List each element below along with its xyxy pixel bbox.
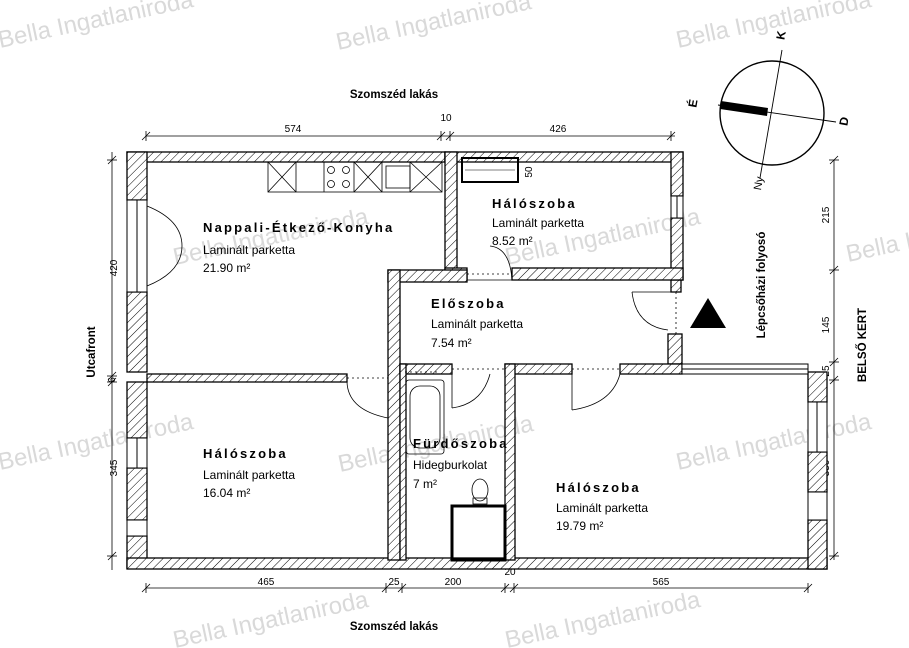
room-floor: Laminált parketta xyxy=(203,468,295,482)
watermark: Bella Ingatlaniroda xyxy=(674,408,875,476)
room-name: Hálószoba xyxy=(556,480,641,495)
wall-bedroom-small-left xyxy=(444,151,458,271)
room-bedroom-small: Hálószoba Laminált parketta 8.52 m² xyxy=(492,196,584,248)
dim-left-1: 420 xyxy=(109,259,120,276)
toilet-icon xyxy=(471,478,489,502)
wall-bath-right xyxy=(504,363,516,561)
wall-left-4 xyxy=(126,467,148,521)
wall-left-2 xyxy=(126,291,148,373)
wall-middle-left xyxy=(146,373,348,383)
room-bathroom: Fürdőszoba Hidegburkolat 7 m² xyxy=(413,436,509,491)
room-area: 7.54 m² xyxy=(431,336,472,350)
shaft xyxy=(450,504,507,562)
watermark: Bella Ingatlaniroda xyxy=(334,0,535,56)
wall-right-entry-1 xyxy=(670,279,682,293)
room-floor: Hidegburkolat xyxy=(413,458,488,472)
room-name: Fürdőszoba xyxy=(413,436,509,451)
wardrobe-depth: 50 xyxy=(524,166,535,178)
room-area: 19.79 m² xyxy=(556,519,603,533)
wall-bedroom-small-bottom-2 xyxy=(511,267,684,281)
dimension-bottom xyxy=(141,583,813,593)
dim-top-2: 10 xyxy=(440,113,452,124)
wall-right-lower-3 xyxy=(807,519,828,570)
room-floor: Laminált parketta xyxy=(492,216,584,230)
dim-bottom-3: 200 xyxy=(445,577,462,588)
wall-left-3 xyxy=(126,381,148,439)
watermark: Bella Ingatlaniroda xyxy=(171,586,372,648)
compass-north: É xyxy=(684,98,700,108)
dim-bottom-4: 20 xyxy=(504,567,516,578)
compass-south: D xyxy=(836,115,851,126)
watermark: Bella Ingatlaniroda xyxy=(674,0,875,54)
stair-corridor-label: Lépcsőházi folyosó xyxy=(756,232,768,339)
room-area: 8.52 m² xyxy=(492,234,533,248)
room-floor: Laminált parketta xyxy=(431,317,523,331)
room-hallway: Előszoba Laminált parketta 7.54 m² xyxy=(431,296,523,350)
dim-left-2: 6 xyxy=(107,377,118,383)
room-area: 21.90 m² xyxy=(203,261,250,275)
dimension-top xyxy=(141,131,676,141)
wall-right-lower-1 xyxy=(807,371,828,403)
entrance-arrow-icon xyxy=(690,298,726,328)
dimension-left xyxy=(107,152,117,570)
window-left-3 xyxy=(126,519,148,537)
room-floor: Laminált parketta xyxy=(203,243,295,257)
dim-bottom-2: 25 xyxy=(388,577,400,588)
wall-right-upper xyxy=(670,151,684,197)
wall-middle-bath-1 xyxy=(399,363,453,375)
room-area: 7 m² xyxy=(413,477,437,491)
watermark: Bella Ingatlaniroda xyxy=(171,203,372,271)
room-area: 16.04 m² xyxy=(203,486,250,500)
street-front-label: Utcafront xyxy=(86,326,98,377)
room-bedroom-right: Hálószoba Laminált parketta 19.79 m² xyxy=(556,480,648,533)
dim-top-3: 426 xyxy=(550,124,567,135)
wall-bath-left xyxy=(399,363,407,561)
watermark: Bella Ingatlaniroda xyxy=(0,408,196,476)
bathroom-fixtures xyxy=(405,371,507,562)
room-name: Hálószoba xyxy=(492,196,577,211)
room-name: Nappali-Étkező-Konyha xyxy=(203,220,394,235)
neighbor-bottom-label: Szomszéd lakás xyxy=(350,621,438,633)
room-name: Előszoba xyxy=(431,296,506,311)
dim-bottom-1: 465 xyxy=(258,577,275,588)
dim-left-3: 345 xyxy=(109,459,120,476)
dim-right-1: 215 xyxy=(821,206,832,223)
dim-right-2: 145 xyxy=(821,316,832,333)
dim-right-3: 25 xyxy=(821,365,832,377)
dimension-right xyxy=(829,155,839,561)
wall-right-lower-2 xyxy=(807,451,828,493)
dim-bottom-5: 565 xyxy=(653,577,670,588)
bathtub-icon xyxy=(405,379,445,455)
window-right-3 xyxy=(807,491,828,521)
compass-east: K xyxy=(773,29,788,40)
doors xyxy=(146,205,681,419)
watermark: Bella Ingatlaniroda xyxy=(503,586,704,648)
room-living-kitchen: Nappali-Étkező-Konyha Laminált parketta … xyxy=(203,220,394,275)
compass-west: Ny xyxy=(752,175,766,191)
windows xyxy=(126,195,828,537)
wall-right-entry-2 xyxy=(667,333,683,365)
wall-hallway-left xyxy=(387,269,401,561)
inner-garden-label: BELSŐ KERT xyxy=(856,308,869,382)
kitchen-counter xyxy=(267,161,443,193)
walls xyxy=(126,151,828,570)
watermark: Bella Ingatlaniroda xyxy=(844,200,909,268)
compass-needle-icon xyxy=(720,101,768,116)
neighbor-top-label: Szomszéd lakás xyxy=(350,89,438,101)
wall-left-1 xyxy=(126,151,148,201)
compass: É K D Ny xyxy=(684,29,851,191)
compass-circle xyxy=(719,60,825,166)
dim-top-1: 574 xyxy=(285,124,302,135)
watermark: Bella Ingatlaniroda xyxy=(0,0,196,54)
wall-middle-right xyxy=(619,363,683,375)
room-bedroom-left: Hálószoba Laminált parketta 16.04 m² xyxy=(203,446,295,500)
wardrobe xyxy=(461,157,519,183)
wall-top-left xyxy=(126,151,446,163)
room-name: Hálószoba xyxy=(203,446,288,461)
room-floor: Laminált parketta xyxy=(556,501,648,515)
